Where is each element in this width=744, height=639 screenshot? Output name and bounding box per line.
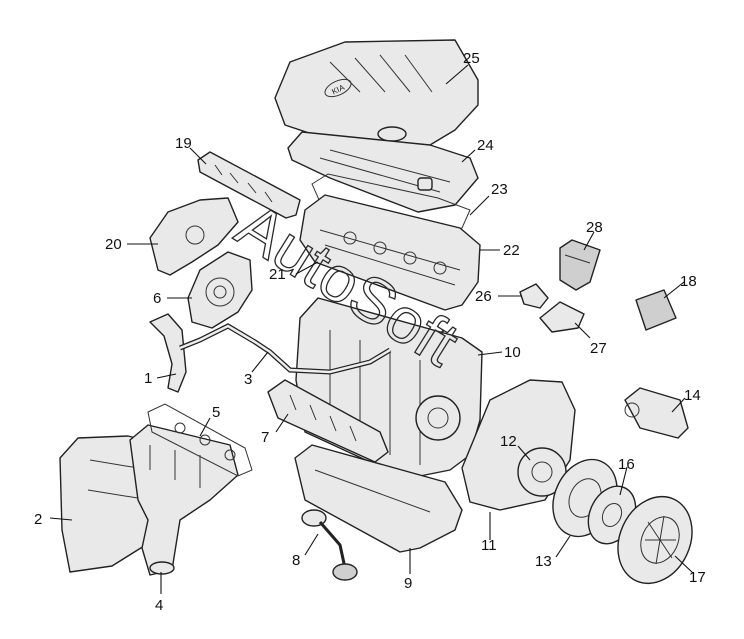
callout-7: 7 <box>261 429 269 446</box>
callout-5: 5 <box>212 404 220 421</box>
engine-cover-part: KIA <box>274 39 479 149</box>
callout-19: 19 <box>175 135 192 152</box>
callout-2: 2 <box>34 511 42 528</box>
thermostat-housing-part <box>519 283 549 309</box>
callout-9: 9 <box>404 575 412 592</box>
callout-1: 1 <box>144 370 152 387</box>
oil-pump-part <box>187 251 253 329</box>
callout-24: 24 <box>477 137 494 154</box>
callout-27: 27 <box>590 340 607 357</box>
callout-6: 6 <box>153 290 161 307</box>
sensor-module-part <box>635 289 677 331</box>
callout-17: 17 <box>689 569 706 586</box>
oil-filter-part <box>559 239 601 291</box>
callout-11: 11 <box>481 537 497 554</box>
callout-28: 28 <box>586 219 603 236</box>
leader-lines <box>49 64 695 594</box>
callout-4: 4 <box>155 597 163 614</box>
callout-8: 8 <box>292 552 300 569</box>
pressure-plate-part <box>617 495 693 585</box>
callout-20: 20 <box>105 236 122 253</box>
cylinder-head-part <box>299 194 481 311</box>
callout-23: 23 <box>491 181 508 198</box>
callout-13: 13 <box>535 553 552 570</box>
exhaust-gasket-part <box>147 403 253 477</box>
callout-26: 26 <box>475 288 492 305</box>
callout-10: 10 <box>504 344 521 361</box>
camshaft-part <box>197 151 301 219</box>
callout-3: 3 <box>244 371 252 388</box>
oil-pipe-part <box>149 313 187 393</box>
callout-16: 16 <box>618 456 635 473</box>
callout-22: 22 <box>503 242 520 259</box>
oil-pan-part <box>294 444 463 553</box>
starter-motor-part <box>624 387 689 439</box>
callout-labels: 1 2 3 4 5 6 7 8 9 10 11 12 13 14 16 17 1… <box>34 50 706 614</box>
intake-runner-part <box>267 379 389 463</box>
timing-cover-part <box>149 197 239 276</box>
exhaust-manifold-part <box>129 424 239 576</box>
callout-21: 21 <box>269 266 286 283</box>
callout-18: 18 <box>680 273 697 290</box>
dipstick-tube-part <box>179 323 392 375</box>
oil-dipstick-part <box>301 509 358 581</box>
callout-12: 12 <box>500 433 517 450</box>
head-cover-part <box>287 131 479 213</box>
callout-25: 25 <box>463 50 480 67</box>
callout-14: 14 <box>684 387 701 404</box>
water-outlet-part <box>539 301 585 333</box>
